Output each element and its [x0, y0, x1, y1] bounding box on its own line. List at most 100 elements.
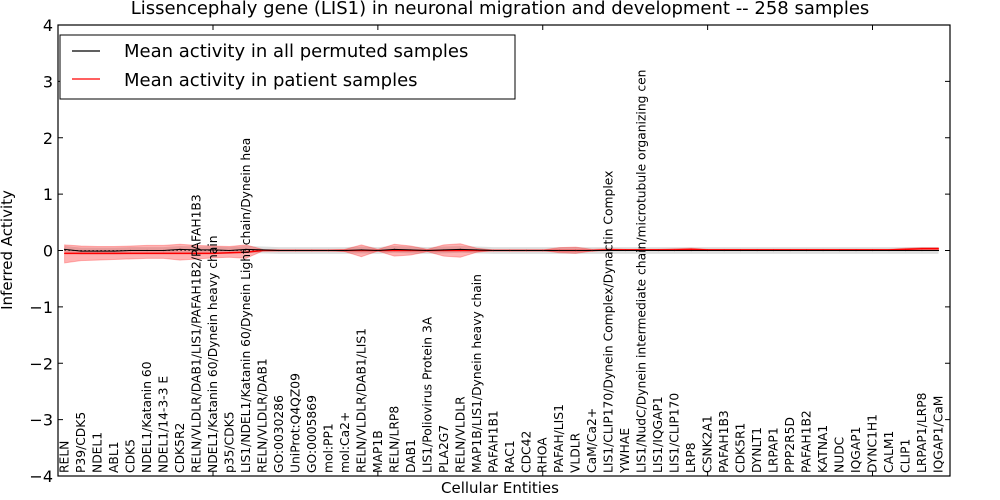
permuted-point: [311, 249, 313, 252]
permuted-point: [228, 249, 231, 252]
x-category-label: DYNC1H1: [866, 414, 880, 473]
permuted-point: [921, 249, 923, 252]
x-category-label: UniProt:Q4QZ09: [288, 373, 302, 473]
x-category-label: PAFAH1B2: [800, 410, 814, 473]
permuted-point: [426, 249, 428, 252]
x-category-label: CSNK2A1: [701, 415, 715, 473]
x-category-label: CaM/Ca2+: [585, 408, 599, 473]
permuted-point: [789, 249, 791, 252]
x-category-label: PAFAH1B3: [717, 410, 731, 473]
y-tick-label: 2: [43, 129, 53, 148]
permuted-point: [690, 249, 692, 252]
x-category-label: MAP1B/LIS1/Dynein heavy chain: [470, 274, 484, 473]
patient-point: [195, 252, 198, 254]
x-category-label: NUDC: [833, 437, 847, 473]
x-category-label: CDK5R1: [734, 423, 748, 473]
patient-point: [245, 251, 247, 253]
x-category-label: LIS1/Poliovirus Protein 3A: [420, 316, 434, 473]
y-tick-label: −1: [29, 298, 53, 317]
x-category-label: GO:0005869: [305, 395, 319, 473]
x-category-label: P39/CDK5: [74, 412, 88, 473]
x-category-label: LIS1/NDEL1/Katanin 60/Dynein Light chain…: [239, 138, 253, 473]
y-tick-label: −3: [29, 411, 53, 430]
permuted-point: [492, 249, 494, 252]
x-category-label: PLA2G7: [437, 425, 451, 473]
patient-point: [129, 252, 132, 254]
permuted-point: [162, 249, 165, 252]
x-category-label: LIS1/IQGAP1: [651, 396, 665, 473]
permuted-point: [822, 249, 824, 252]
patient-point: [113, 252, 115, 254]
y-tick-label: 0: [43, 242, 53, 261]
y-tick-label: 4: [43, 16, 53, 35]
patient-point: [904, 248, 907, 250]
x-category-label: LIS1/CLIP170: [668, 393, 682, 473]
permuted-point: [641, 249, 643, 252]
x-category-label: LIS1/CLIP170/Dynein Complex/Dynactin Com…: [602, 171, 616, 473]
permuted-point: [261, 249, 264, 251]
permuted-point: [443, 249, 445, 251]
x-category-label: VLDLR: [569, 432, 583, 473]
permuted-point: [195, 249, 198, 251]
x-category-label: RELN/VLDLR: [453, 396, 467, 473]
x-category-label: PPP2R5D: [783, 417, 797, 473]
x-category-label: RELN/LRP8: [387, 406, 401, 473]
permuted-point: [393, 248, 395, 250]
permuted-point: [509, 249, 511, 252]
x-category-label: mol:Ca2+: [338, 412, 352, 473]
x-category-label: NDEL1/Katanin 60: [140, 361, 154, 473]
x-category-label: NDEL1/Katanin 60/Dynein heavy chain: [206, 235, 220, 473]
permuted-point: [805, 249, 808, 252]
permuted-point: [377, 249, 379, 252]
permuted-point: [838, 249, 841, 252]
x-category-label: p35/CDK5: [222, 411, 236, 473]
permuted-point: [740, 249, 742, 252]
patient-point: [459, 249, 461, 252]
x-category-label: KATNA1: [816, 425, 830, 473]
patient-point: [179, 252, 181, 254]
x-category-label: GO:0030286: [272, 395, 286, 473]
x-category-label: DYNLT1: [750, 427, 764, 473]
permuted-point: [245, 248, 247, 250]
permuted-point: [591, 249, 593, 252]
x-category-label: IQGAP1: [849, 427, 863, 474]
permuted-point: [344, 249, 346, 252]
patient-point: [690, 248, 692, 250]
x-category-label: RHOA: [536, 437, 550, 473]
x-category-label: mol:PP1: [321, 423, 335, 473]
patient-point: [63, 252, 66, 254]
permuted-point: [575, 249, 577, 252]
x-category-label: CDK5R2: [173, 423, 187, 473]
y-tick-label: −2: [29, 354, 53, 373]
y-tick-label: 1: [43, 185, 53, 204]
patient-point: [921, 248, 923, 250]
y-tick-label: −4: [29, 467, 53, 486]
permuted-point: [772, 249, 775, 252]
permuted-point: [63, 248, 66, 250]
permuted-point: [608, 249, 610, 252]
y-axis-label: Inferred Activity: [0, 190, 16, 310]
permuted-point: [937, 249, 940, 252]
x-category-label: NDEL1: [91, 432, 105, 473]
permuted-point: [707, 249, 709, 252]
patient-point: [96, 252, 99, 254]
permuted-point: [113, 250, 115, 252]
x-category-label: LRP8: [684, 442, 698, 473]
permuted-point: [871, 249, 874, 252]
permuted-point: [904, 249, 907, 252]
legend-label-permuted: Mean activity in all permuted samples: [124, 41, 468, 62]
x-category-label: CALM1: [882, 431, 896, 473]
x-category-label: RELN: [58, 441, 72, 473]
permuted-point: [674, 249, 676, 252]
x-category-label: YWHAE: [618, 428, 632, 474]
permuted-mean-line: [64, 248, 939, 252]
permuted-point: [410, 249, 412, 251]
permuted-point: [756, 249, 758, 252]
permuted-point: [459, 248, 461, 250]
permuted-point: [179, 248, 181, 250]
x-category-label: LRPAP1: [767, 427, 781, 473]
permuted-point: [476, 249, 478, 251]
x-category-label: PAFAH1B1: [486, 410, 500, 473]
permuted-point: [212, 249, 214, 251]
